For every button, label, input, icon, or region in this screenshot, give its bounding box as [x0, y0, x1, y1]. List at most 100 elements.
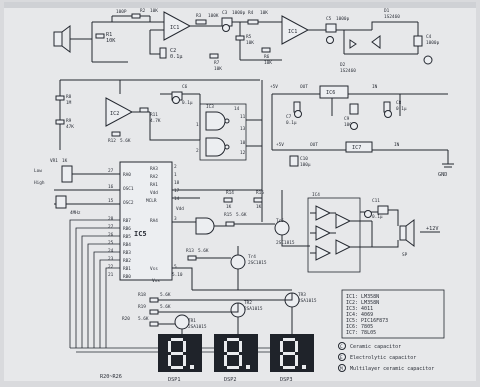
dsp1-segment-2: [183, 355, 186, 366]
dsp3-segment-4: [280, 355, 283, 366]
mcu-right-pin-numbers: 2 1 18 17 14 3 5: [174, 164, 180, 270]
ic3-pin-12: 12: [240, 150, 246, 156]
r11-label: R11: [150, 112, 158, 118]
c10-value: 100µ: [300, 162, 311, 168]
dsp2-segment-0: [227, 338, 239, 341]
multilayer-cap-letter: M: [340, 366, 343, 372]
c5-label: C5: [326, 16, 332, 22]
driver-wires: [172, 190, 310, 290]
pin-osc1: OSC1: [123, 186, 134, 192]
inverter-gate: [195, 217, 215, 235]
d2-value: 1S2460: [340, 68, 356, 74]
r6-label: R6: [264, 54, 270, 60]
c9-cap-marker: [350, 122, 358, 130]
ic3-outline: [199, 103, 247, 161]
pin-ra3: RA3: [150, 166, 158, 172]
regulator-ic7: [345, 141, 373, 153]
tr5-label: Tr5: [276, 218, 284, 224]
ic3-pin-10: 10: [240, 140, 246, 146]
ic1-label: IC1: [170, 25, 179, 31]
out-label-1: OUT: [300, 84, 308, 90]
mcu-section: VR1 1K Low High 4MHz IC5 RA0 OSC1 OSC2 R…: [34, 158, 262, 348]
r8-label: R8: [66, 94, 72, 100]
dsp2-segment-1: [239, 341, 242, 352]
r12-label: R12: [108, 138, 116, 144]
potentiometer-vr1: [61, 165, 73, 183]
dsp3-segment-2: [295, 355, 298, 366]
tr2-value: 2SA1015: [244, 306, 263, 312]
r8-value: 1M: [66, 100, 72, 106]
pin-num-10: 21: [108, 272, 114, 278]
ic-legend-box: [341, 289, 445, 339]
capacitor-c10: [289, 155, 299, 167]
rpin-num-4: 14: [174, 196, 180, 202]
tr5-value: 2SC1815: [276, 240, 295, 246]
in-label-1: IN: [372, 84, 378, 90]
r16-label: R16: [256, 190, 264, 196]
c8-label: C8: [396, 100, 402, 106]
dsp3-segment-1: [295, 341, 298, 352]
segment-bus-wires: [69, 219, 120, 348]
pin-num-4: 27: [108, 224, 114, 230]
dsp2-segment-3: [227, 366, 239, 369]
resistor-r11: [139, 107, 149, 113]
c10-label: C10: [300, 156, 308, 162]
speaker-wires: [372, 209, 440, 248]
resistor-r13: [187, 255, 197, 261]
ceramic-cap-text: Ceramic capacitor: [350, 344, 401, 350]
resistor-bank-label: R20~R26: [100, 374, 122, 380]
rpin-num-3: 17: [174, 188, 180, 194]
mcu-ic5: [119, 161, 173, 281]
rpin-num-2: 18: [174, 180, 180, 186]
resistor-r4: [247, 19, 259, 25]
pin-num-5: 26: [108, 232, 114, 238]
r9-label: R9: [66, 118, 72, 124]
pin-num-9: 22: [108, 264, 114, 270]
pin-num-2: 15: [108, 198, 114, 204]
dsp1-segment-0: [171, 338, 183, 341]
resistor-r14: [223, 197, 233, 203]
pin-rb4: RB4: [123, 242, 131, 248]
pin-num-8: 23: [108, 256, 114, 262]
c5-value: 1000p: [336, 16, 350, 22]
ic-legend-line-7: IC7: 78L05: [346, 330, 376, 336]
d1-value: 1S2460: [384, 14, 400, 20]
dsp3-segment-3: [283, 366, 295, 369]
v5-label-1: +5V: [270, 84, 278, 90]
dsp3-label: DSP3: [280, 377, 293, 383]
v12-label: +12V: [426, 226, 439, 232]
amp-input-wires: [70, 21, 170, 63]
nand-bubble-2: [224, 144, 230, 150]
ceramic-cap-letter: C: [340, 344, 343, 350]
ic3-pin-11: 11: [240, 114, 246, 120]
ic1b-label: IC1: [288, 29, 297, 35]
r4-value: 10K: [260, 10, 268, 16]
r1-value: 10K: [106, 38, 116, 44]
electrolytic-cap-text: Electrolytic capacitor: [350, 355, 416, 361]
nand-gate-2: [205, 137, 226, 157]
c11-cap-marker: [364, 210, 372, 218]
in-label-2: IN: [394, 142, 400, 148]
pin-rb1: RB1: [123, 266, 131, 272]
pin-rb5: RB5: [123, 234, 131, 240]
pin-num-0: 27: [108, 168, 114, 174]
speaker-body: [399, 225, 407, 241]
r1-label: R1: [106, 32, 112, 38]
capacitor-c2: [159, 47, 167, 59]
capacitor-c4: [413, 35, 423, 47]
resistor-r6: [261, 47, 271, 53]
c3-value: 1000p: [232, 10, 246, 16]
r4-label: R4: [248, 10, 254, 16]
resistor-r19: [149, 309, 159, 315]
ic3-label: IC3: [206, 104, 214, 110]
output-stage: C11 0.1µ SP +12V: [364, 198, 440, 258]
pin-ra0: RA0: [123, 172, 131, 178]
r6-value: 10K: [264, 60, 272, 66]
r13-value: 5.6K: [198, 248, 209, 254]
dsp2-segment-5: [224, 341, 227, 352]
filter-stage: R8 1M R9 47K IC2 C6 0.1µ R11 4.7K R12 5.…: [55, 79, 263, 200]
ic5-label: IC5: [134, 230, 147, 238]
pin-vss: Vss: [150, 266, 158, 272]
speaker-cone: [405, 219, 415, 247]
